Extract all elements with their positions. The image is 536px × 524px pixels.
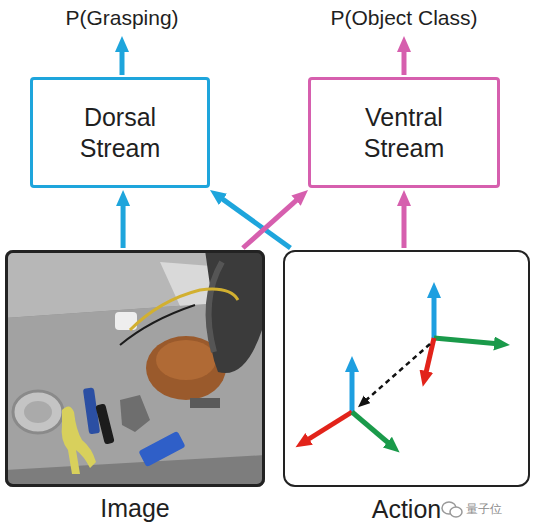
toy-dinosaur [62, 406, 96, 474]
output-label: P(Grasping) [65, 6, 178, 30]
watermark: 量子位 [466, 501, 502, 518]
robot-photo [5, 250, 265, 487]
axis-arrow [352, 412, 392, 446]
image-panel: Image [5, 250, 265, 487]
node-text: Image [8, 494, 262, 523]
bowl-inner [156, 340, 216, 380]
axis-arrow [304, 412, 352, 442]
action-frames [304, 292, 500, 446]
input-arrow [121, 200, 126, 248]
icon-bubble [450, 507, 462, 517]
robot-arm [205, 250, 262, 373]
black-marker [95, 403, 114, 444]
input-arrow [218, 196, 290, 248]
motion-arrow [364, 344, 430, 402]
node-text: Ventral Stream [352, 102, 456, 163]
bin-wall [5, 250, 265, 318]
blue-block [138, 431, 185, 468]
output-label: P(Object Class) [330, 6, 477, 30]
axis-arrow [350, 366, 355, 412]
bin-floor [5, 300, 265, 487]
action-panel: Action [283, 250, 530, 487]
axis-arrow [432, 292, 437, 338]
dark-object [190, 398, 220, 408]
strainer-inner [24, 401, 52, 423]
output-arrow [402, 46, 407, 75]
stream-box: Dorsal Stream [30, 77, 210, 188]
photo-background [5, 250, 265, 487]
output-arrow [120, 46, 125, 75]
wechat-icon [442, 502, 462, 517]
strainer [13, 391, 63, 433]
input-arrow [243, 197, 301, 248]
bin-wall-light [160, 262, 262, 330]
cable [120, 305, 195, 345]
input-arrow [402, 200, 407, 248]
white-cup [115, 312, 137, 330]
axis-arrow [434, 338, 500, 344]
axis-arrow [425, 338, 434, 377]
icon-bubble [442, 502, 456, 514]
metal-object [120, 395, 150, 432]
blue-marker [83, 387, 100, 434]
node-text: Dorsal Stream [68, 102, 172, 163]
stream-box: Ventral Stream [308, 77, 500, 188]
bin-edge [5, 455, 265, 487]
brown-bowl [146, 336, 226, 400]
arm-joint [209, 262, 222, 352]
cable [130, 289, 238, 330]
